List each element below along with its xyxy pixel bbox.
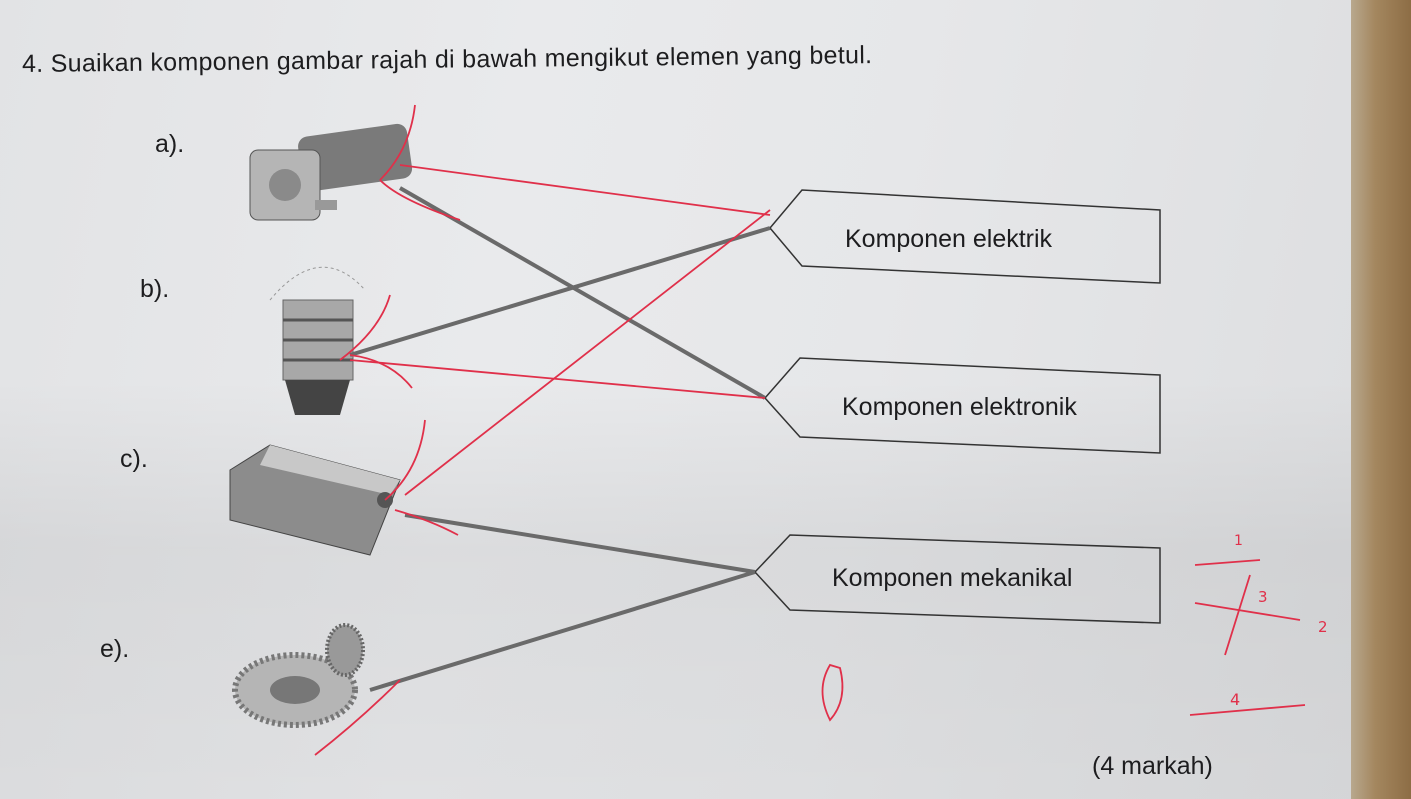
category-komponen-elektrik: Komponen elektrik bbox=[845, 225, 1053, 253]
total-marks: (4 markah) bbox=[1092, 752, 1213, 780]
wooden-table-edge bbox=[1351, 0, 1411, 799]
score-4: 4 bbox=[1230, 690, 1241, 709]
score-2: 2 bbox=[1318, 618, 1328, 636]
score-3: 3 bbox=[1258, 588, 1268, 606]
bulb-icon bbox=[269, 266, 366, 415]
item-label-e: e). bbox=[100, 635, 130, 663]
pencil-lines bbox=[349, 186, 771, 692]
box-elektronik bbox=[763, 357, 1161, 454]
item-label-a: a). bbox=[155, 130, 185, 158]
box-mekanikal bbox=[753, 534, 1161, 624]
score-1: 1 bbox=[1234, 533, 1243, 549]
gears-icon bbox=[232, 623, 365, 728]
category-komponen-mekanikal: Komponen mekanikal bbox=[832, 564, 1073, 592]
paper-shadow bbox=[0, 380, 1360, 799]
item-label-c: c). bbox=[120, 445, 148, 473]
category-komponen-elektronik: Komponen elektronik bbox=[842, 393, 1077, 421]
box-elektrik bbox=[769, 189, 1161, 284]
item-label-b: b). bbox=[140, 275, 170, 303]
battery-icon bbox=[229, 444, 401, 556]
red-pen-marks bbox=[314, 104, 1306, 756]
motor-icon bbox=[249, 123, 413, 221]
